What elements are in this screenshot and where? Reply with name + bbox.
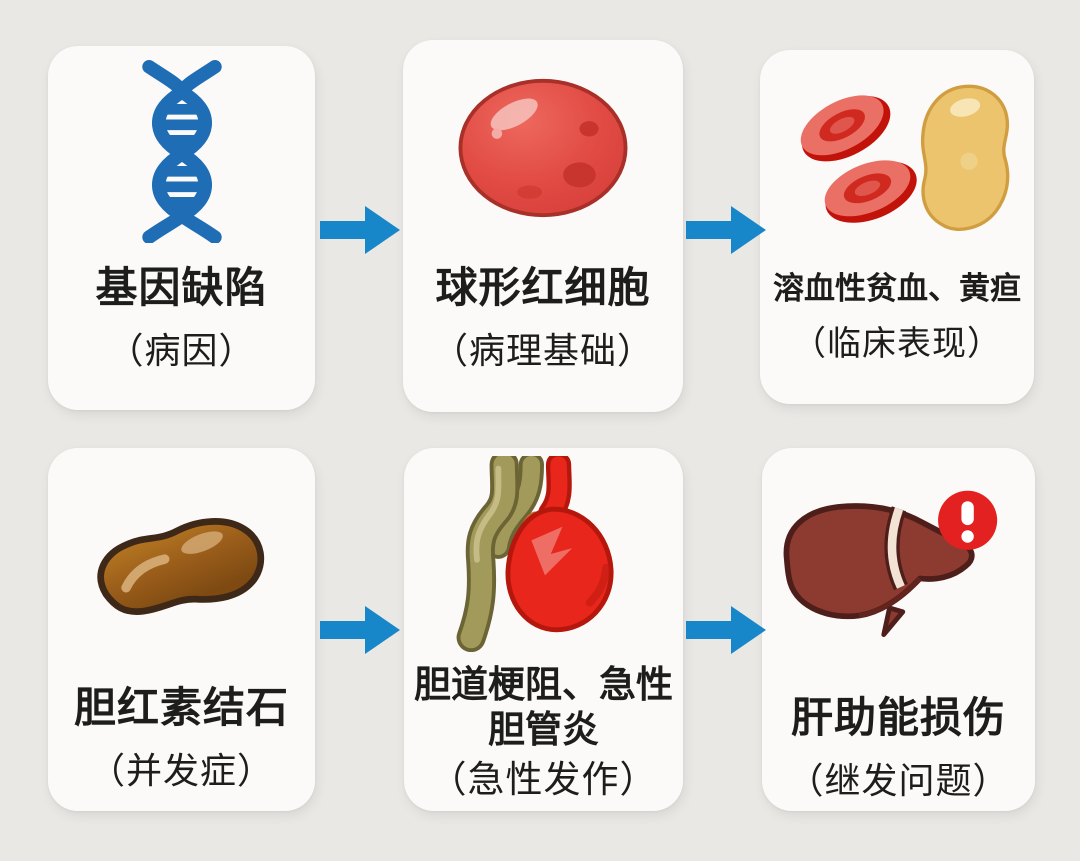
card-title: 基因缺陷 [95,264,268,311]
card-title: 球形红细胞 [435,264,651,311]
bile-duct-gallbladder-icon [456,456,613,652]
icon-box [403,40,683,256]
card-subtitle: （继发问题） [787,760,1010,802]
icon-box [48,448,315,676]
card-biliary-obstruction: 胆道梗阻、急性胆管炎 （急性发作） [404,448,683,811]
dna-icon [141,59,222,243]
icon-box [762,448,1035,686]
card-liver-damage: 肝助能损伤 （继发问题） [762,448,1035,811]
icon-box [760,50,1034,264]
card-subtitle: （病理基础） [431,330,654,372]
card-gene-defect: 基因缺陷 （病因） [48,46,315,410]
flow-arrow-right [320,202,400,258]
card-subtitle: （急性发作） [429,759,658,801]
card-title: 肝助能损伤 [790,694,1006,741]
flow-arrow-right [320,602,400,658]
icon-box [48,46,315,256]
card-bilirubin-stone: 胆红素结石 （并发症） [48,448,315,811]
flow-arrow-right [686,202,766,258]
card-spherocyte: 球形红细胞 （病理基础） [403,40,683,412]
card-title: 胆红素结石 [73,684,289,731]
card-title: 胆道梗阻、急性胆管炎 [414,664,673,751]
red-blood-cells-and-spleen-icon [800,84,1010,231]
card-hemolytic-anemia: 溶血性贫血、黄疸 （临床表现） [760,50,1034,404]
icon-box [404,448,683,660]
card-subtitle: （临床表现） [792,324,1002,363]
liver-warning-icon [783,490,997,638]
card-subtitle: （并发症） [88,750,274,792]
spherical-red-cell-icon [458,78,628,218]
flow-arrow-right [686,602,766,658]
gallstone-icon [97,518,264,615]
card-subtitle: （病因） [107,330,256,372]
card-title: 溶血性贫血、黄疸 [773,271,1021,306]
